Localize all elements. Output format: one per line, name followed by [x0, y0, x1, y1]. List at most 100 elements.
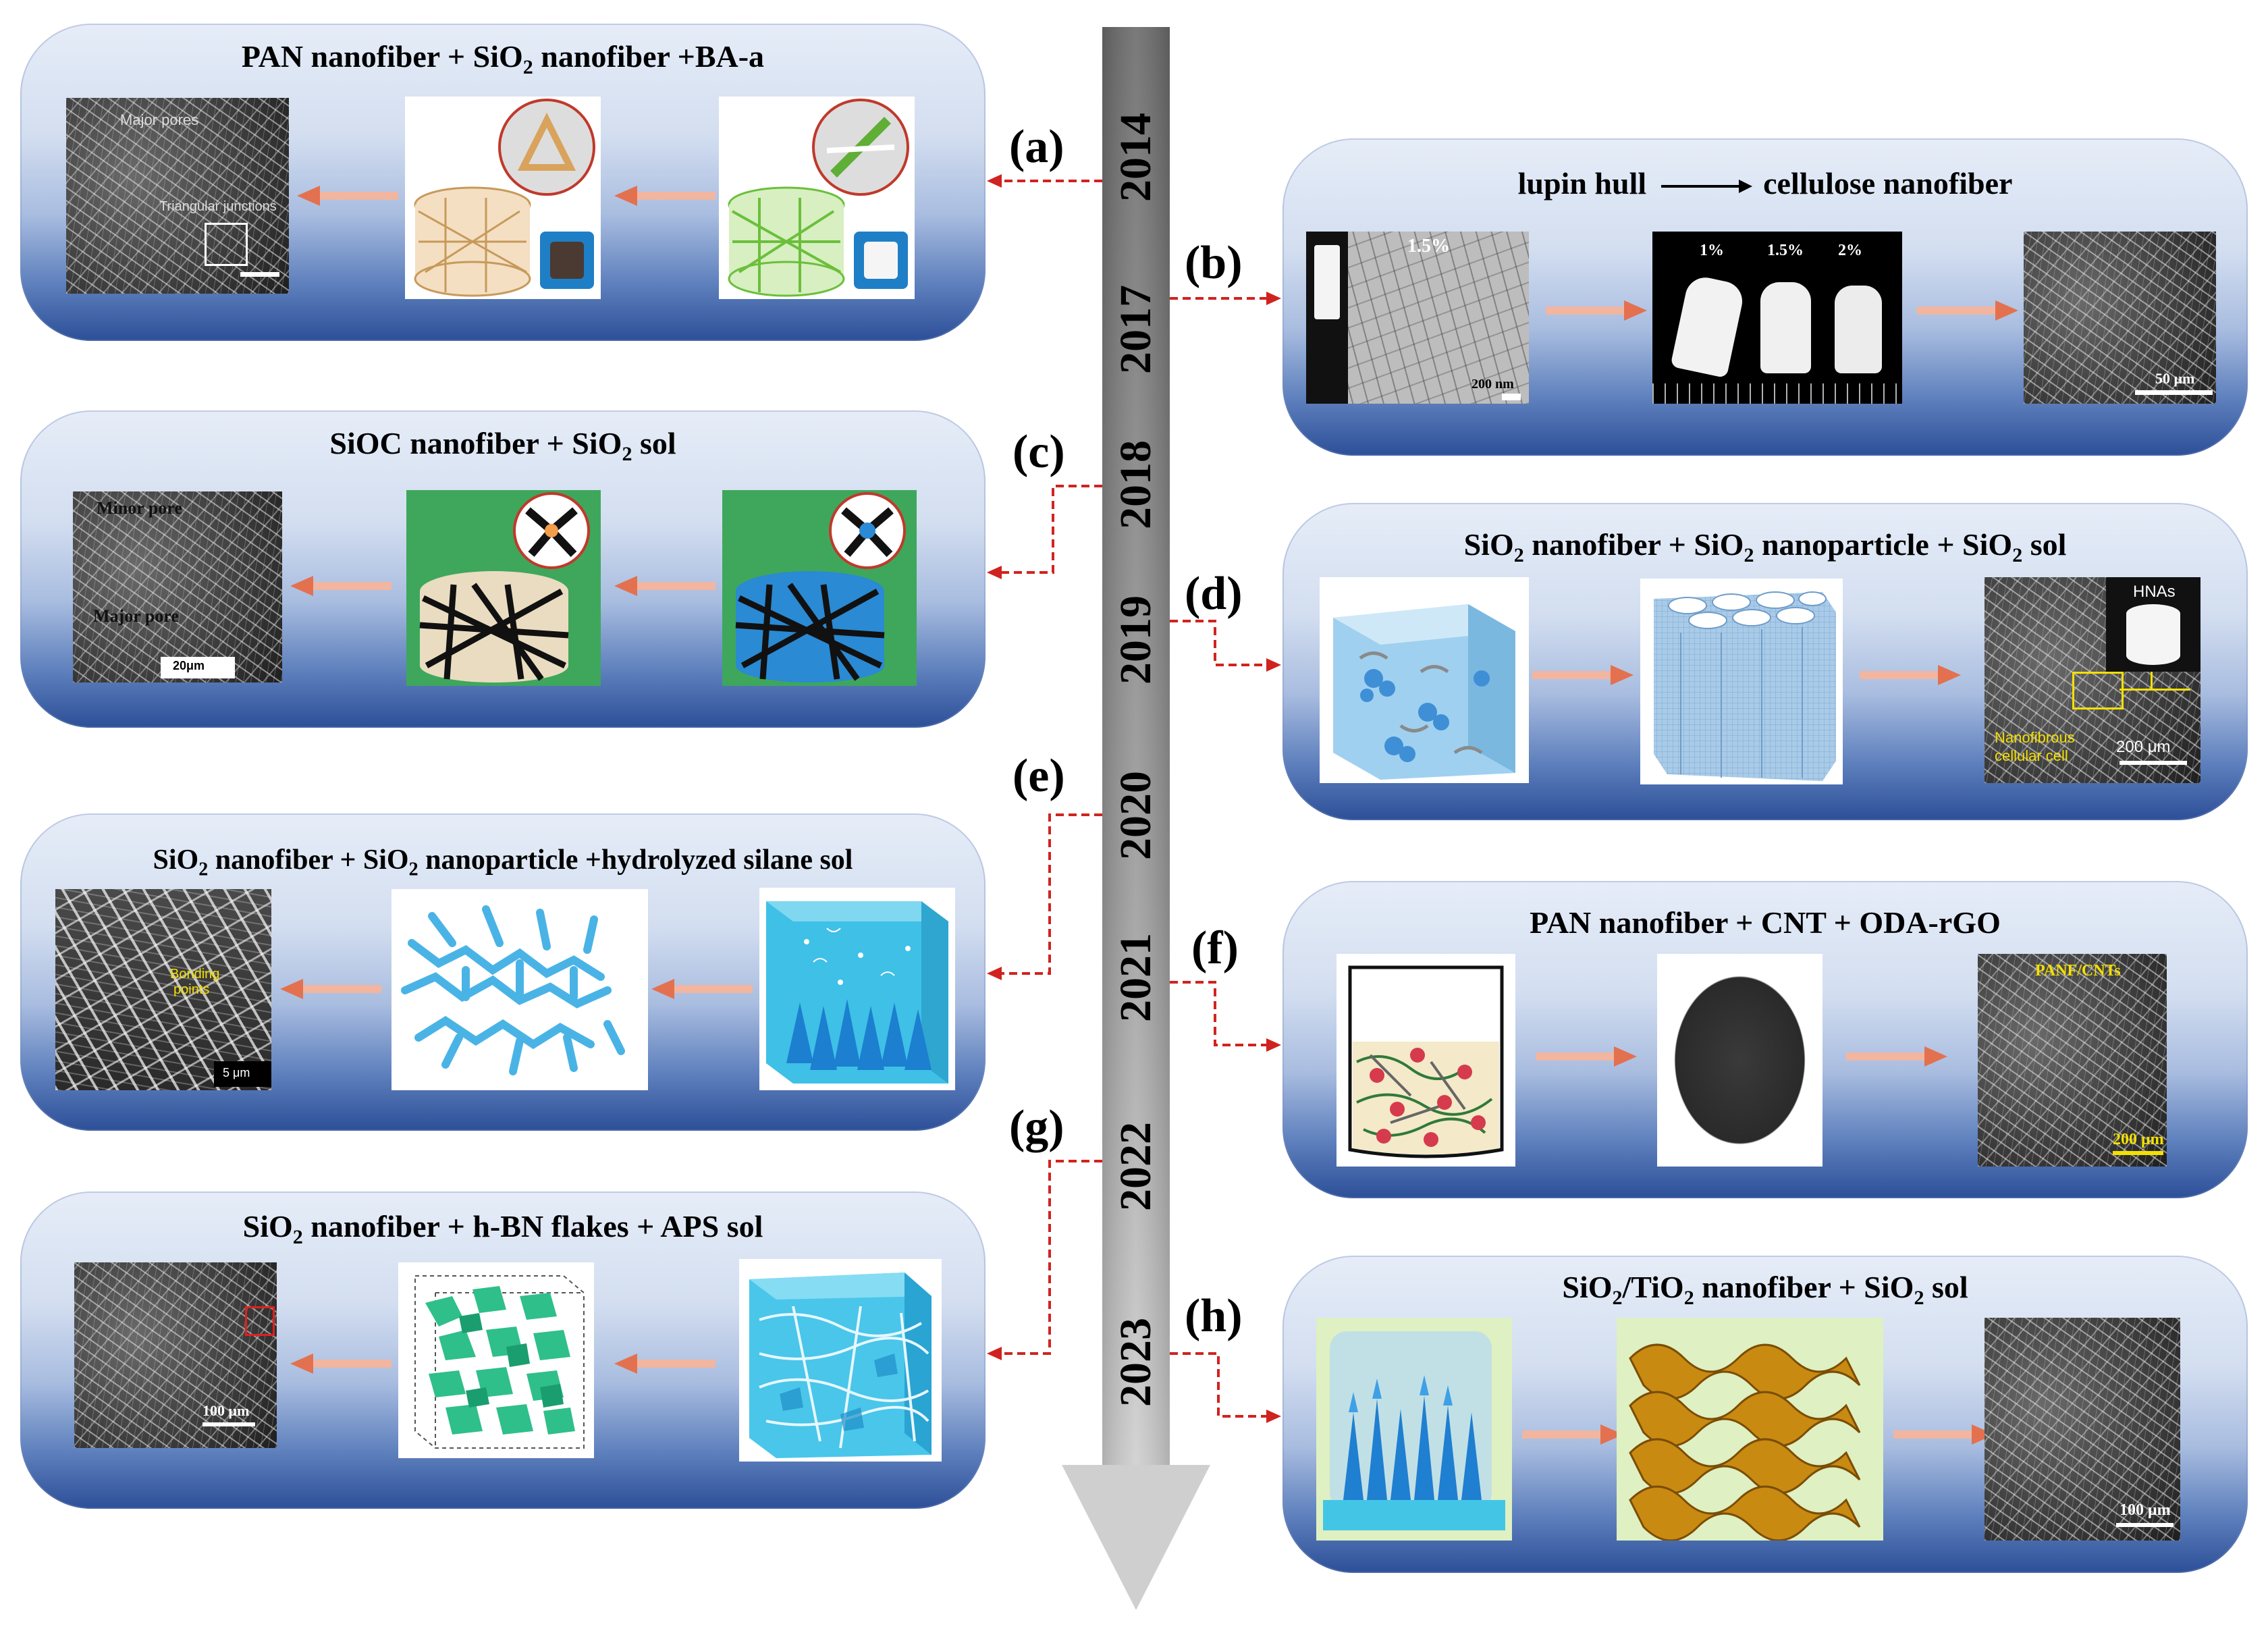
label-scale-100um-h: 100 μm	[2120, 1501, 2171, 1519]
flow-arrow-icon	[290, 576, 392, 596]
panel-e-title: SiO2 nanofiber + SiO2 nanoparticle +hydr…	[153, 845, 853, 880]
panel-f-sem-image: PANF/CNTs 200 μm	[1978, 954, 2167, 1167]
brown-cylinder-icon	[414, 99, 595, 297]
flow-arrow-icon	[1893, 1424, 1995, 1445]
panel-h-freeze-schematic	[1316, 1318, 1512, 1541]
panel-g-aerogel-cube	[739, 1259, 942, 1462]
panel-g-sem-image: 100 μm	[74, 1262, 277, 1448]
label-hnas: HNAs	[2133, 583, 2176, 601]
tag-g: (g)	[1009, 1101, 1064, 1153]
flow-arrow-icon	[280, 979, 381, 999]
flow-arrow-icon	[651, 979, 753, 999]
panel-c-schematic-black	[406, 490, 601, 686]
label-triangular-junctions: Triangular junctions	[159, 199, 277, 214]
year-2023: 2023	[1111, 1318, 1160, 1407]
blue-branch-network-icon	[401, 905, 625, 1075]
panel-c-schematic-blue	[722, 490, 917, 686]
label-scale-20um: 20μm	[173, 659, 205, 672]
panel-d-cube-schematic	[1320, 577, 1529, 783]
panel-d-honeycomb-schematic	[1640, 579, 1843, 784]
honeycomb-icon	[1654, 591, 1836, 781]
beaker-icon	[1348, 965, 1504, 1158]
panel-c: SiOC nanofiber + SiO2 sol Minor pore Maj…	[20, 410, 986, 728]
panel-b-title: lupin hull cellulose nanofiber	[1517, 166, 2013, 200]
tag-c: (c)	[1013, 426, 1065, 478]
black-network-icon	[419, 492, 590, 682]
hna-sample-photo: HNAs	[2106, 577, 2200, 672]
year-2017: 2017	[1111, 285, 1160, 374]
panel-d-title: SiO2 nanofiber + SiO2 nanoparticle + SiO…	[1463, 527, 2067, 567]
blue-cube-icon	[1333, 604, 1515, 780]
flow-arrow-icon	[297, 186, 398, 206]
connector-c	[999, 485, 1102, 574]
green-flakes-cube-icon	[414, 1275, 585, 1449]
flow-arrow-icon	[614, 576, 716, 596]
label-2pct: 2%	[1838, 242, 1862, 259]
long-arrow-icon	[1660, 180, 1752, 194]
label-minor-pore: Minor pore	[97, 498, 182, 518]
connector-g	[999, 1160, 1102, 1355]
panel-b: lupin hull cellulose nanofiber 1.5% 200 …	[1282, 138, 2248, 456]
panel-c-sem-image: Minor pore Major pore 20μm	[73, 491, 282, 682]
panel-a: PAN nanofiber + SiO2 nanofiber +BA-a Maj…	[20, 24, 986, 341]
flow-arrow-icon	[1532, 665, 1634, 685]
tag-f: (f)	[1191, 922, 1239, 974]
tag-h: (h)	[1185, 1290, 1243, 1342]
label-scale-100um-g: 100 μm	[202, 1402, 250, 1419]
panel-g-cube-schematic	[398, 1262, 594, 1458]
panel-f-title: PAN nanofiber + CNT + ODA-rGO	[1530, 905, 2001, 940]
panel-e-cube-schematic	[759, 888, 955, 1090]
panel-h: SiO2/TiO2 nanofiber + SiO2 sol 100 μm	[1282, 1256, 2248, 1573]
panel-f-foam-image	[1657, 954, 1823, 1167]
label-scale-200nm: 200 nm	[1472, 377, 1514, 392]
blue-network-icon	[735, 492, 906, 682]
label-scale-50um: 50 μm	[2155, 370, 2195, 387]
label-scale-5um: 5 μm	[223, 1066, 250, 1079]
panel-g-title: SiO2 nanofiber + h-BN flakes + APS sol	[242, 1209, 763, 1249]
panel-g: SiO2 nanofiber + h-BN flakes + APS sol 1…	[20, 1192, 986, 1509]
timeline-arrowhead	[1062, 1465, 1210, 1610]
label-1-5pct: 1.5%	[1767, 242, 1804, 259]
panel-b-tem-image: 1.5% 200 nm	[1306, 232, 1529, 404]
label-bonding: Bonding	[170, 967, 220, 982]
connector-f	[1170, 981, 1269, 1046]
label-major-pores: Major pores	[120, 111, 199, 128]
panel-f: PAN nanofiber + CNT + ODA-rGO PANF/CNTs …	[1282, 881, 2248, 1198]
panel-a-schematic-brown	[405, 97, 601, 299]
connector-e	[999, 813, 1102, 975]
panel-f-beaker-schematic	[1336, 954, 1515, 1167]
panel-c-title: SiOC nanofiber + SiO2 sol	[329, 426, 676, 466]
panel-a-sem-image: Major pores Triangular junctions	[66, 98, 289, 294]
year-2019: 2019	[1111, 595, 1160, 685]
panel-d-sem-image: HNAs Nanofibrous cellular cell 200 μm	[1985, 577, 2200, 783]
label-scale-200um: 200 μm	[2116, 738, 2171, 756]
connector-h	[1170, 1352, 1269, 1418]
year-2021: 2021	[1111, 933, 1160, 1022]
panel-d: SiO2 nanofiber + SiO2 nanoparticle + SiO…	[1282, 503, 2248, 820]
flow-arrow-icon	[290, 1354, 392, 1374]
year-2020: 2020	[1111, 771, 1160, 860]
label-scale-200um-f: 200 μm	[2113, 1131, 2164, 1148]
vial-icon	[1306, 232, 1348, 404]
year-2018: 2018	[1111, 440, 1160, 529]
year-2014: 2014	[1111, 113, 1160, 202]
cyan-fiber-cube-icon	[749, 1273, 932, 1458]
flow-arrow-icon	[614, 186, 716, 206]
panel-h-sem-image: 100 μm	[1985, 1318, 2180, 1541]
flow-arrow-icon	[614, 1354, 716, 1374]
panel-b-aerogel-photo: 1% 1.5% 2%	[1652, 232, 1902, 404]
panel-e-sem-image: Bonding points 5 μm	[55, 889, 271, 1090]
panel-b-sem-image: 50 μm	[2024, 232, 2216, 404]
cyan-cube-icon	[766, 901, 948, 1083]
flow-arrow-icon	[1546, 300, 1647, 321]
flow-arrow-icon	[1522, 1424, 1623, 1445]
connector-d	[1170, 620, 1269, 666]
label-panf-cnts: PANF/CNTs	[2035, 962, 2121, 980]
panel-h-title: SiO2/TiO2 nanofiber + SiO2 sol	[1562, 1270, 1968, 1310]
tag-b: (b)	[1185, 237, 1243, 289]
year-2022: 2022	[1111, 1122, 1160, 1211]
flow-arrow-icon	[1846, 1046, 1947, 1067]
label-major-pore: Major pore	[93, 606, 179, 626]
label-nanofibrous: Nanofibrous	[1995, 729, 2075, 746]
